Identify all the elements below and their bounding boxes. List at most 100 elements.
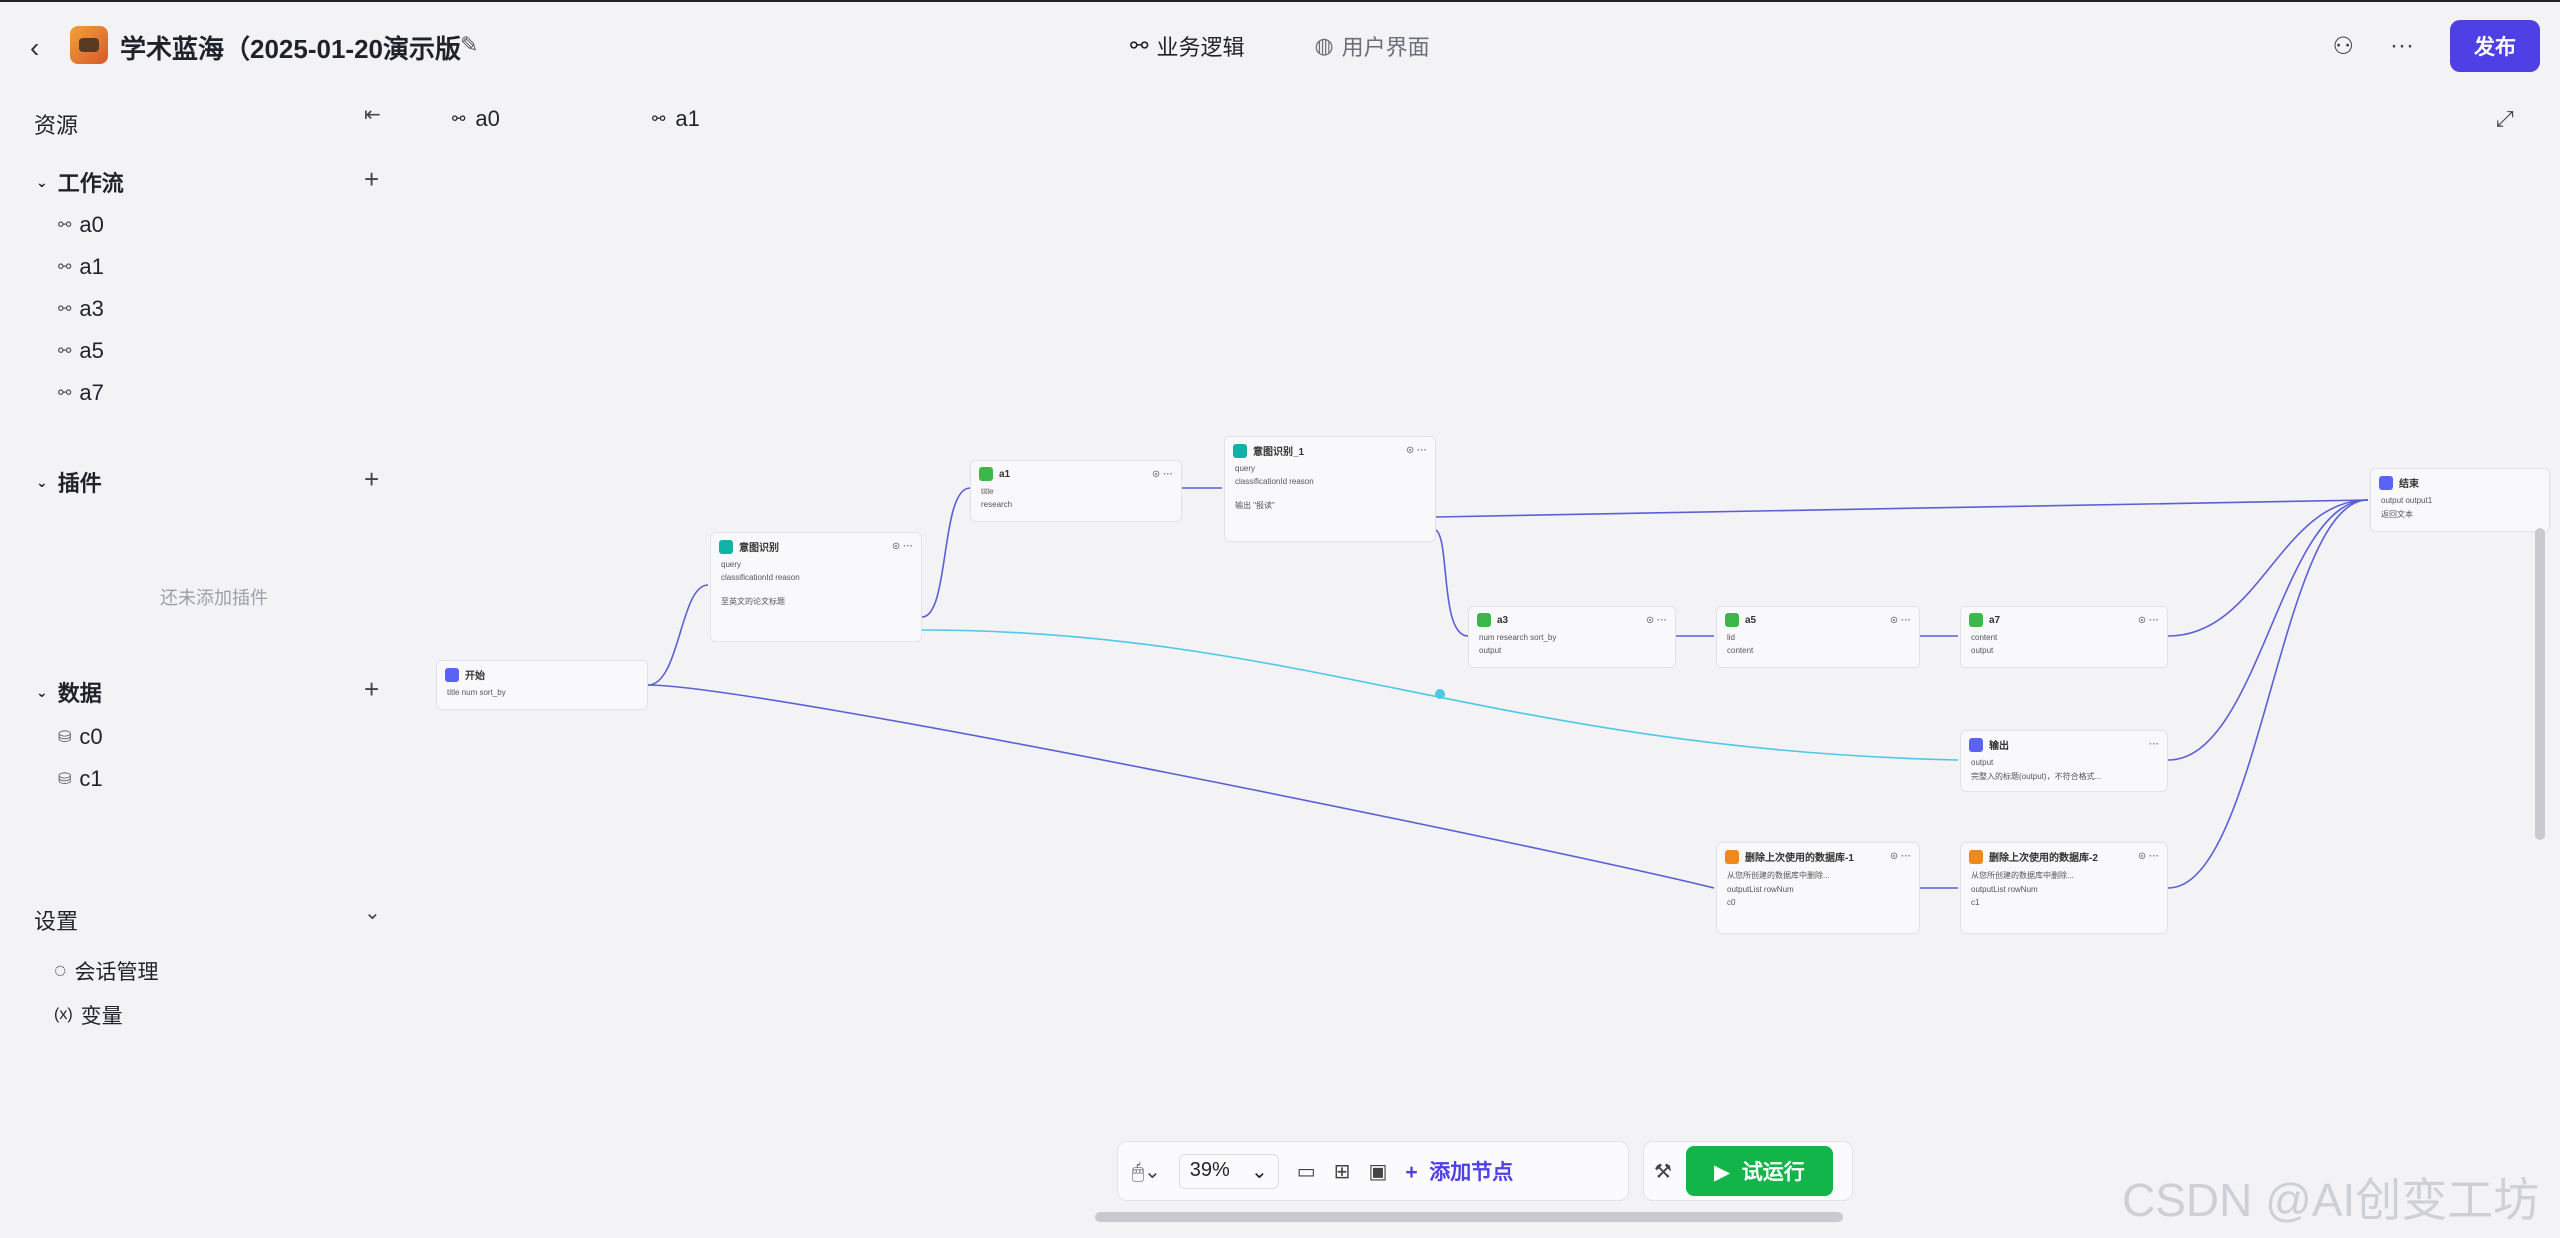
item-label: a0 bbox=[79, 212, 104, 237]
sidebar-item-a1[interactable]: ⚯a1 bbox=[58, 254, 104, 280]
canvas-tab-a0[interactable]: ⚯ a0 bbox=[452, 106, 500, 132]
sidebar-item-a5[interactable]: ⚯a5 bbox=[58, 338, 104, 364]
node-title: 删除上次使用的数据库-1 bbox=[1745, 853, 1854, 864]
tab-business-logic[interactable]: ⚯ 业务逻辑 bbox=[1130, 30, 1244, 62]
more-icon[interactable]: ··· bbox=[2390, 32, 2414, 59]
node-actions-icon[interactable]: ⊙ ··· bbox=[2137, 614, 2159, 626]
node-actions-icon[interactable]: ⊙ ··· bbox=[1151, 468, 1173, 480]
chevron-down-icon: ⌄ bbox=[36, 173, 48, 190]
edit-icon[interactable]: ✎ bbox=[460, 32, 479, 57]
plugin-section[interactable]: ⌄ 插件 bbox=[36, 466, 102, 498]
sidebar-item-a3[interactable]: ⚯a3 bbox=[58, 296, 104, 322]
publish-button[interactable]: 发布 bbox=[2450, 20, 2540, 72]
node-title: a3 bbox=[1497, 614, 1509, 626]
add-plugin-button[interactable]: + bbox=[364, 464, 380, 494]
edge-intent1-end bbox=[1435, 499, 2369, 518]
add-workflow-button[interactable]: + bbox=[364, 164, 380, 194]
sidebar-item-a7[interactable]: ⚯a7 bbox=[58, 380, 104, 406]
auto-layout-icon[interactable]: ⊞ bbox=[1333, 1160, 1351, 1183]
add-data-button[interactable]: + bbox=[364, 674, 380, 704]
add-collaborator-icon[interactable]: ⚇ bbox=[2332, 32, 2355, 60]
database-icon bbox=[1969, 849, 1983, 864]
comment-icon[interactable]: ▭ bbox=[1296, 1160, 1316, 1183]
wrench-icon[interactable]: ⚒ bbox=[1654, 1160, 1672, 1183]
item-label: c1 bbox=[79, 766, 103, 791]
workflow-icon bbox=[1725, 613, 1739, 627]
mode-tabs: ⚯ 业务逻辑 ◍ 用户界面 bbox=[1130, 30, 1430, 62]
settings-item-session[interactable]: ◌会话管理 bbox=[54, 956, 158, 986]
output-icon bbox=[1969, 737, 1983, 752]
workflow-icon: ⚯ bbox=[58, 385, 72, 402]
settings-item-variable[interactable]: (x)变量 bbox=[54, 1000, 123, 1030]
tab-label: 业务逻辑 bbox=[1156, 35, 1245, 60]
node-row: output bbox=[1479, 646, 1502, 655]
node-intent[interactable]: 意图识别⊙ ··· query classificationId reason … bbox=[710, 532, 922, 642]
edge-midpoint-dot bbox=[1435, 689, 1445, 699]
workflow-icon: ⚯ bbox=[452, 111, 466, 128]
edge-intent-a1 bbox=[921, 487, 971, 618]
add-node-button[interactable]: + 添加节点 bbox=[1405, 1161, 1514, 1184]
node-actions-icon[interactable]: ⊙ ··· bbox=[1405, 445, 1427, 456]
node-row: content bbox=[1727, 646, 1754, 655]
node-delete-db-2[interactable]: 删除上次使用的数据库-2⊙ ··· 从您所创建的数据库中删除... output… bbox=[1960, 842, 2168, 934]
workflow-icon bbox=[979, 467, 993, 481]
node-a7[interactable]: a7⊙ ··· content output bbox=[1960, 606, 2168, 668]
horizontal-scrollbar[interactable] bbox=[1095, 1212, 1843, 1222]
workflow-icon: ⚯ bbox=[652, 111, 666, 128]
variable-icon: (x) bbox=[54, 1006, 73, 1023]
edge-intent1-a3 bbox=[1435, 529, 1469, 637]
node-actions-icon[interactable]: ⊙ ··· bbox=[1645, 614, 1667, 626]
resources-heading: 资源 bbox=[34, 113, 79, 138]
node-actions-icon[interactable]: ··· bbox=[2149, 739, 2159, 750]
node-actions-icon[interactable]: ⊙ ··· bbox=[1889, 614, 1911, 626]
node-title: 输出 bbox=[1989, 741, 2009, 752]
item-label: c0 bbox=[79, 724, 103, 749]
node-title: 意图识别_1 bbox=[1253, 447, 1305, 458]
section-title: 工作流 bbox=[57, 171, 124, 196]
node-actions-icon[interactable]: ⊙ ··· bbox=[891, 541, 913, 552]
node-a1[interactable]: a1⊙ ··· title research bbox=[970, 460, 1182, 522]
sidebar-item-a0[interactable]: ⚯ a0 bbox=[58, 212, 104, 238]
node-row: 从您所创建的数据库中删除... bbox=[1727, 871, 1830, 880]
node-row: outputList rowNum bbox=[1971, 885, 2038, 894]
end-icon bbox=[2379, 475, 2393, 490]
minimap-icon[interactable]: ▣ bbox=[1368, 1160, 1388, 1183]
node-title: a1 bbox=[999, 468, 1011, 480]
node-actions-icon[interactable]: ⊙ ··· bbox=[1889, 851, 1911, 862]
collapse-sidebar-icon[interactable]: ⇤ bbox=[364, 104, 381, 126]
test-run-button[interactable]: ▶ 试运行 bbox=[1685, 1146, 1833, 1196]
node-row: 完整入的标题(output)，不符合格式... bbox=[1971, 772, 2102, 781]
sidebar-item-c0[interactable]: ⛁c0 bbox=[58, 724, 103, 750]
node-a3[interactable]: a3⊙ ··· num research sort_by output bbox=[1468, 606, 1676, 668]
zoom-select[interactable]: 39%⌄ bbox=[1178, 1153, 1279, 1189]
node-row: output bbox=[1971, 758, 1994, 767]
node-row: query bbox=[721, 560, 742, 569]
data-section[interactable]: ⌄ 数据 bbox=[36, 676, 102, 708]
workflow-icon: ⚯ bbox=[58, 217, 72, 234]
node-delete-db-1[interactable]: 删除上次使用的数据库-1⊙ ··· 从您所创建的数据库中删除... output… bbox=[1716, 842, 1920, 934]
back-icon[interactable]: ‹ bbox=[30, 32, 40, 63]
node-row: c1 bbox=[1971, 898, 1980, 907]
node-row: classificationId reason bbox=[721, 573, 800, 582]
node-start[interactable]: 开始 title num sort_by bbox=[436, 660, 648, 710]
node-intent-1[interactable]: 意图识别_1⊙ ··· query classificationId reaso… bbox=[1224, 436, 1436, 542]
node-output[interactable]: 输出 ··· output 完整入的标题(output)，不符合格式... bbox=[1960, 730, 2168, 792]
node-end[interactable]: 结束 output output1 返回文本 bbox=[2370, 468, 2550, 532]
vertical-scrollbar[interactable] bbox=[2535, 528, 2545, 840]
chevron-down-icon[interactable]: ⌄ bbox=[364, 902, 381, 924]
workflow-section[interactable]: ⌄ 工作流 bbox=[36, 166, 124, 198]
chevron-down-icon: ⌄ bbox=[36, 473, 48, 490]
run-label: 试运行 bbox=[1741, 1161, 1805, 1184]
intent-icon bbox=[1233, 443, 1247, 458]
sidebar-item-c1[interactable]: ⛁c1 bbox=[58, 766, 103, 792]
node-actions-icon[interactable]: ⊙ ··· bbox=[2137, 851, 2159, 862]
edge-start-del1 bbox=[647, 684, 1715, 889]
fullscreen-icon[interactable]: ⤢ bbox=[2496, 106, 2514, 131]
tab-label: a0 bbox=[475, 106, 500, 131]
mouse-mode-icon[interactable]: 🖱︎⌄ bbox=[1132, 1160, 1161, 1183]
canvas-tab-a1[interactable]: ⚯a1 bbox=[652, 106, 700, 132]
watermark: CSDN @AI创变工坊 bbox=[2122, 1174, 2540, 1226]
node-a5[interactable]: a5⊙ ··· lid content bbox=[1716, 606, 1920, 668]
node-row: 返回文本 bbox=[2381, 510, 2413, 519]
tab-user-interface[interactable]: ◍ 用户界面 bbox=[1314, 30, 1429, 62]
